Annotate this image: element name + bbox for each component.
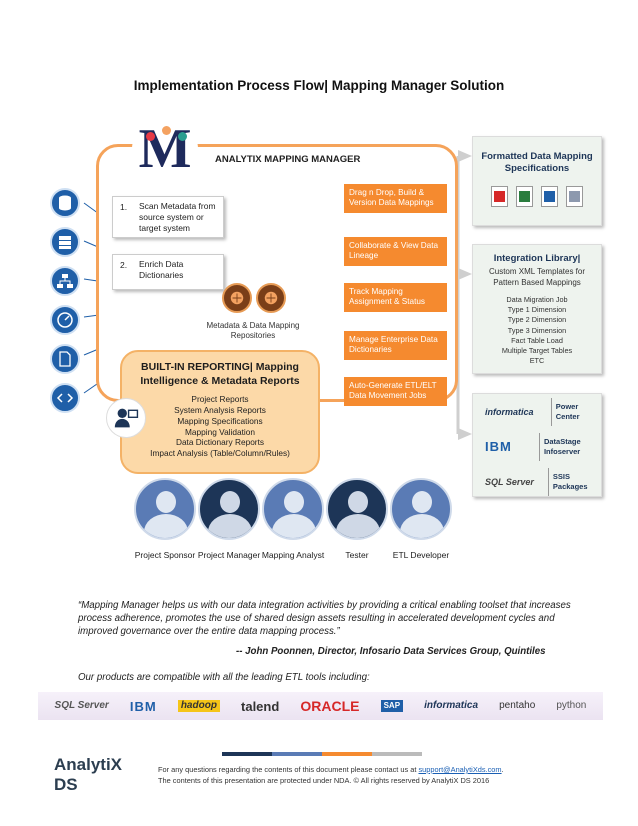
library-item: Type 2 Dimension [507,315,567,325]
report-item: Mapping Specifications [177,415,263,426]
step-enrich-dictionaries: 2. Enrich Data Dictionaries [112,254,224,290]
footer-text: For any questions regarding the contents… [158,764,504,786]
informatica-logo: informatica [485,406,534,417]
feature-track-mapping: Track Mapping Assignment & Status [344,283,447,312]
repositories [222,283,286,313]
reporting-box: BUILT-IN REPORTING| Mapping Intelligence… [120,350,320,474]
ibm-logo: IBM [129,698,157,714]
logo-dot-orange [162,126,171,135]
hadoop-logo: hadoop [177,700,220,712]
database-icon [50,188,80,218]
person-avatar [134,478,196,540]
feature-drag-drop: Drag n Drop, Build & Version Data Mappin… [344,184,447,213]
file-icon [50,344,80,374]
sql-server-logo: SQL Server [54,700,109,711]
reporting-list: Project Reports System Analysis Reports … [122,394,318,459]
footer-line-2: The contents of this presentation are pr… [158,776,490,786]
step-scan-metadata: 1. Scan Metadata from source system or t… [112,196,224,238]
footer-bar-blue [272,752,322,756]
library-item: Type 3 Dimension [507,325,567,335]
analytix-logo: AnalytiX DS [54,755,123,794]
logo-dot-red [146,132,155,141]
footer-line-1: For any questions regarding the contents… [158,765,504,774]
testimonial-quote: “Mapping Manager helps us with our data … [78,600,571,638]
library-item: Multiple Target Tables [501,345,573,355]
oracle-logo: ORACLE [300,698,360,714]
specs-panel: Formatted Data Mapping Specifications [472,136,602,226]
etl-target-row: SQL Server SSIS Packages [473,464,601,499]
report-item: Mapping Validation [185,426,255,437]
pentaho-logo: pentaho [499,700,536,711]
etl-tools-strip: SQL Server IBM hadoop talend ORACLE SAP … [38,692,603,720]
repository-label: Metadata & Data Mapping Repositories [206,321,300,341]
library-title: Integration Library| [493,253,581,264]
talend-logo: talend [241,698,280,714]
word-icon [541,185,558,207]
support-email-link[interactable]: support@AnalytiXds.com [418,765,502,774]
footer-bar-navy [222,752,272,756]
person-avatar [262,478,324,540]
sap-logo: SAP [380,700,404,712]
footer-bar-orange [322,752,372,756]
file-format-icons [473,185,601,207]
library-item: Data Migration Job [506,294,568,304]
etl-target-name: DataStage Infoserver [543,436,581,456]
library-subtitle: Custom XML Templates for Pattern Based M… [488,267,586,288]
person-label: Tester [345,550,369,560]
report-item: Project Reports [191,394,249,405]
person-avatar [390,478,452,540]
mapping-manager-logo: M [132,118,198,180]
etl-targets-panel: informatica Power Center IBM DataStage I… [472,393,602,497]
feature-lineage: Collaborate & View Data Lineage [344,237,447,266]
compatibility-text: Our products are compatible with all the… [78,672,370,683]
footer-bar-gray [372,752,422,756]
analyst-icon [106,398,146,438]
repository-db-icon [256,283,286,313]
report-item: System Analysis Reports [174,405,266,416]
python-logo: python [556,700,587,711]
etl-target-row: informatica Power Center [473,394,601,429]
person-label: Project Sponsor [134,550,196,560]
library-item: ETC [529,356,545,366]
library-list: Data Migration Job Type 1 Dimension Type… [473,295,601,366]
report-item: Impact Analysis (Table/Column/Rules) [150,448,290,459]
code-icon [50,383,80,413]
server-icon [50,227,80,257]
ibm-logo: IBM [485,439,512,454]
etl-target-name: SSIS Packages [552,471,588,491]
person-label: Mapping Analyst [261,550,325,560]
network-icon [50,266,80,296]
library-item: Type 1 Dimension [507,305,567,315]
frame-title: ANALYTIX MAPPING MANAGER [215,154,361,165]
reporting-title: BUILT-IN REPORTING| Mapping Intelligence… [140,361,300,387]
person-avatar [198,478,260,540]
feature-dictionaries: Manage Enterprise Data Dictionaries [344,331,447,360]
person-avatar [326,478,388,540]
person-label: ETL Developer [392,550,450,560]
page-title: Implementation Process Flow| Mapping Man… [133,78,505,93]
library-item: Fact Table Load [511,335,563,345]
excel-icon [516,185,533,207]
feature-auto-generate: Auto-Generate ETL/ELT Data Movement Jobs [344,377,447,406]
document-icon [566,185,583,207]
informatica-logo: informatica [424,700,479,711]
pdf-icon [491,185,508,207]
specs-title: Formatted Data Mapping Specifications [481,151,593,175]
logo-dot-green [178,132,187,141]
person-label: Project Manager [197,550,261,560]
etl-target-name: Power Center [555,401,580,421]
testimonial-author: -- John Poonnen, Director, Infosario Dat… [236,646,546,657]
report-item: Data Dictionary Reports [175,437,265,448]
source-icons [50,188,84,422]
etl-target-row: IBM DataStage Infoserver [473,429,601,464]
gauge-icon [50,305,80,335]
repository-db-icon [222,283,252,313]
integration-library-panel: Integration Library| Custom XML Template… [472,244,602,374]
sql-server-logo: SQL Server [485,476,534,487]
